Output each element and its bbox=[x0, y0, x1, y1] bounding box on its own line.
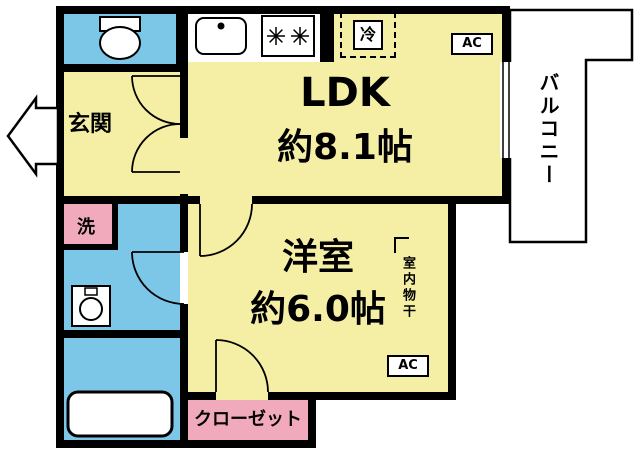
western-room-name: 洋室 bbox=[281, 237, 354, 278]
kitchen-wall-stub bbox=[320, 6, 334, 62]
ldk-room-size: 約8.1帖 bbox=[277, 127, 413, 168]
room-toilet bbox=[56, 6, 184, 72]
laundry-label: 洗 bbox=[77, 217, 95, 238]
closet-label: クローゼット bbox=[194, 409, 302, 430]
western-room-size: 約6.0帖 bbox=[250, 289, 386, 330]
genkan-label: 玄関 bbox=[68, 112, 113, 137]
balcony-label: バルコニー bbox=[536, 72, 560, 187]
entrance-arrow-icon bbox=[6, 94, 60, 178]
kitchen-area bbox=[188, 14, 320, 62]
laundry-area bbox=[64, 204, 118, 250]
ldk-room-name: LDK bbox=[300, 70, 390, 116]
ac-unit-top: AC bbox=[451, 33, 493, 55]
refrigerator-space bbox=[340, 12, 396, 58]
indoor-drying-label: 室内物干 bbox=[400, 256, 415, 320]
balcony-outline bbox=[508, 8, 634, 244]
ac-unit-bottom: AC bbox=[387, 355, 429, 377]
room-bathroom bbox=[56, 330, 188, 448]
refrigerator-label: 冷 bbox=[353, 20, 383, 50]
